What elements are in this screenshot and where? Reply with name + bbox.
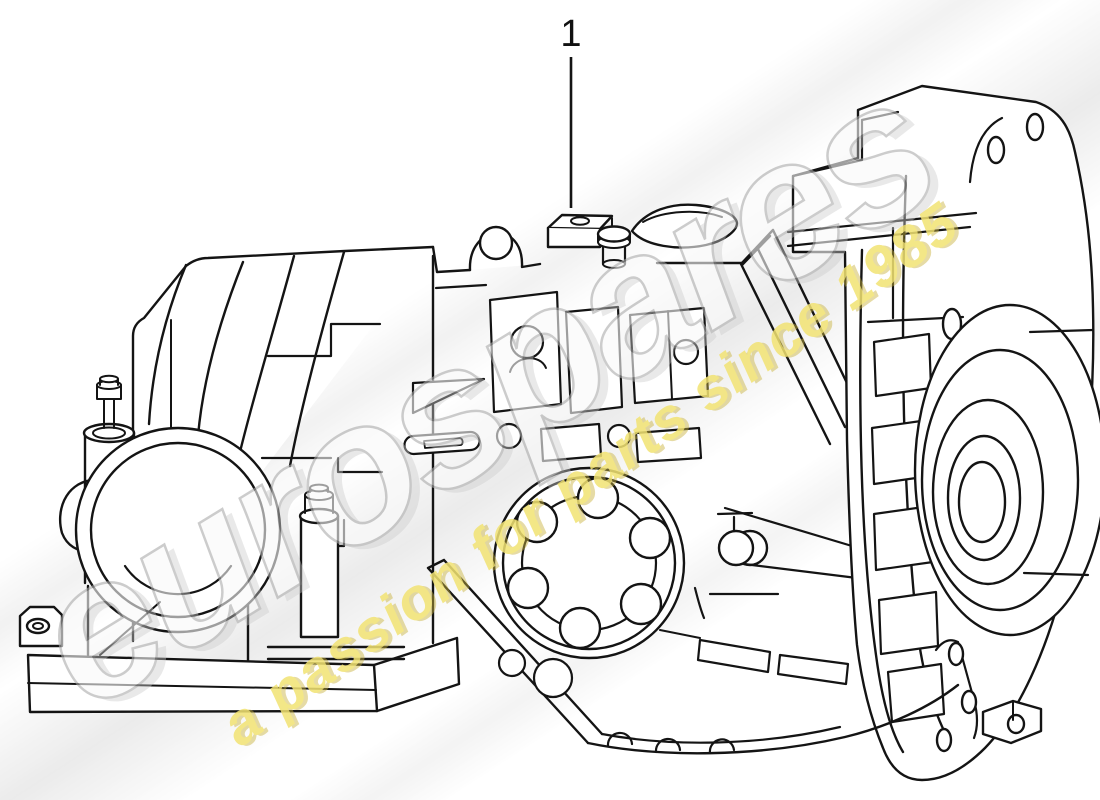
bottom-scallops [606, 731, 736, 755]
stand-columns [86, 584, 406, 664]
flange-strip-left-edge [859, 248, 905, 754]
technical-drawing [18, 84, 1100, 782]
gear-case [403, 203, 862, 620]
callout-number[interactable]: 1 [560, 13, 581, 55]
bell-housing [786, 84, 1100, 782]
case-step-ribs [260, 322, 384, 548]
converter-ring [74, 426, 282, 634]
tab-hole [935, 727, 953, 753]
bell-face-lines [1022, 328, 1095, 577]
case-top-right-edge [655, 234, 772, 267]
bell-upper-ribs [786, 211, 978, 324]
part-callout[interactable]: 1 [560, 13, 582, 208]
tab-hole [986, 135, 1006, 165]
bell-top-steps [791, 110, 900, 178]
corner-block [981, 699, 1043, 745]
bottom-edge-inner [600, 725, 842, 744]
bottom-rib [776, 653, 850, 686]
tab-hole [960, 689, 978, 715]
drum-band-2-inner [288, 250, 346, 468]
case-bottom [586, 629, 960, 755]
tab-hole [1025, 112, 1045, 142]
torque-converter-assembly [18, 245, 461, 714]
cylindrical-plug [298, 483, 340, 639]
drum-band-1-inner [196, 260, 245, 438]
output-flange [492, 466, 686, 660]
mounting-lug [18, 605, 64, 648]
bell-top-tab [968, 116, 1004, 184]
base-plate [26, 601, 461, 714]
oil-pan-edge [426, 558, 604, 745]
case-windows [403, 283, 710, 464]
tab-hole [947, 641, 965, 667]
hump-inner-line [642, 210, 723, 223]
case-top-edge [431, 245, 472, 274]
drum-band-1-outer [147, 263, 188, 426]
ear-hole [478, 225, 514, 261]
bottom-rib-line [659, 629, 701, 639]
bottom-rib [696, 638, 772, 674]
bell-lower-tab [934, 639, 979, 740]
selector-linkage [693, 506, 859, 620]
diagonal-panel-ribs [739, 228, 862, 446]
drum-band-2-outer [238, 254, 296, 454]
breather-plug [596, 225, 632, 269]
bell-face-rings [913, 303, 1100, 637]
bottom-edge-outer [586, 683, 960, 755]
